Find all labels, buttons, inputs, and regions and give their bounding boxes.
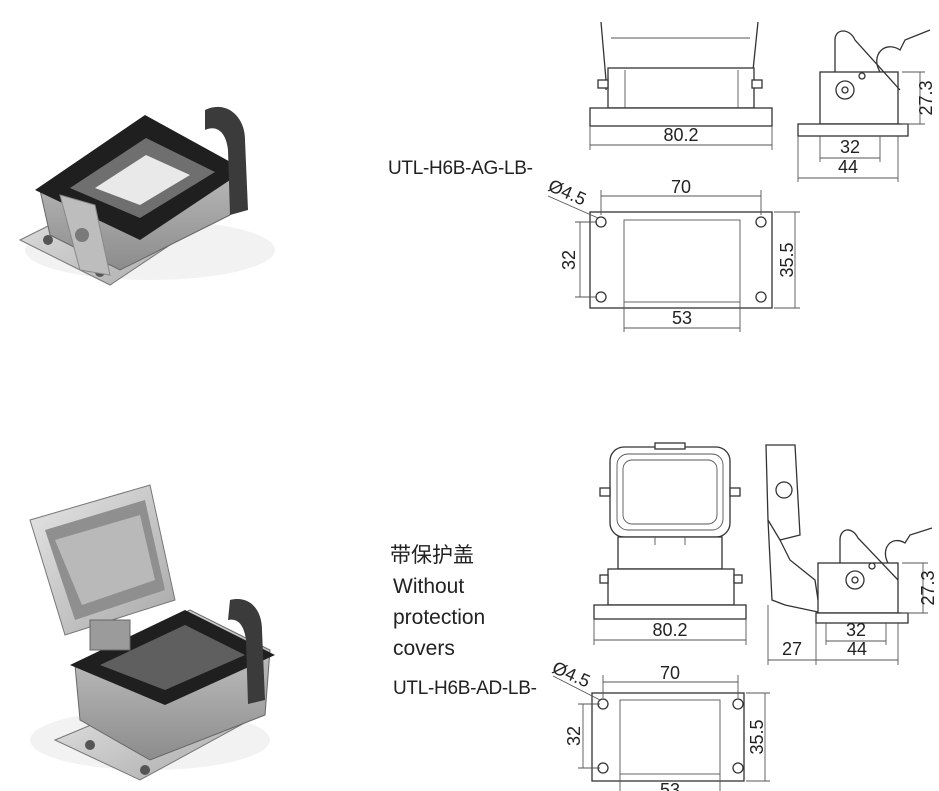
- dim-hole-pitch: 70: [671, 177, 691, 197]
- description-en-line-3: covers: [393, 637, 455, 660]
- dim-hole-pitch-2: 70: [660, 663, 680, 683]
- description-en-line-2: protection: [393, 606, 486, 629]
- dim-base-width-2: 53: [660, 780, 680, 791]
- model-label-ad: UTL-H6B-AD-LB-: [393, 678, 537, 699]
- model-label-ag: UTL-H6B-AG-LB-: [388, 158, 533, 179]
- dim-cover-depth: 27: [782, 639, 802, 659]
- dim-base-height-2: 35.5: [747, 719, 767, 754]
- dim-side-outer: 44: [838, 157, 858, 177]
- dim-base-width: 53: [672, 308, 692, 328]
- side-view-ag: 32 44 27.3: [797, 29, 936, 182]
- dim-hole-diameter-2: Ø4.5: [549, 657, 593, 691]
- bottom-view-ag: 53 70 Ø4.5 32 35.5: [545, 175, 800, 332]
- description-en-line-1: Without: [393, 575, 465, 598]
- front-view-ad: 80.2: [593, 442, 747, 645]
- product-photo-ad: [29, 484, 275, 781]
- dim-front-width: 80.2: [663, 125, 698, 145]
- dim-front-width-2: 80.2: [652, 620, 687, 640]
- dim-hole-vertical-2: 32: [564, 726, 584, 746]
- dim-side-height-2: 27.3: [918, 570, 938, 605]
- description-cn: 带保护盖: [390, 544, 474, 567]
- side-view-ad: 32 44 27 27.3: [765, 444, 938, 665]
- front-view-ag: 80.2: [589, 21, 773, 150]
- dim-hole-vertical: 32: [559, 250, 579, 270]
- bottom-view-ad: 70 Ø4.5 32 35.5 53: [549, 657, 770, 791]
- dim-side-inner-2: 32: [846, 620, 866, 640]
- dim-side-height: 27.3: [916, 80, 936, 115]
- dim-side-inner: 32: [840, 137, 860, 157]
- dim-side-outer-2: 44: [847, 639, 867, 659]
- product-photo-ag: [18, 106, 275, 286]
- dim-base-height: 35.5: [777, 242, 797, 277]
